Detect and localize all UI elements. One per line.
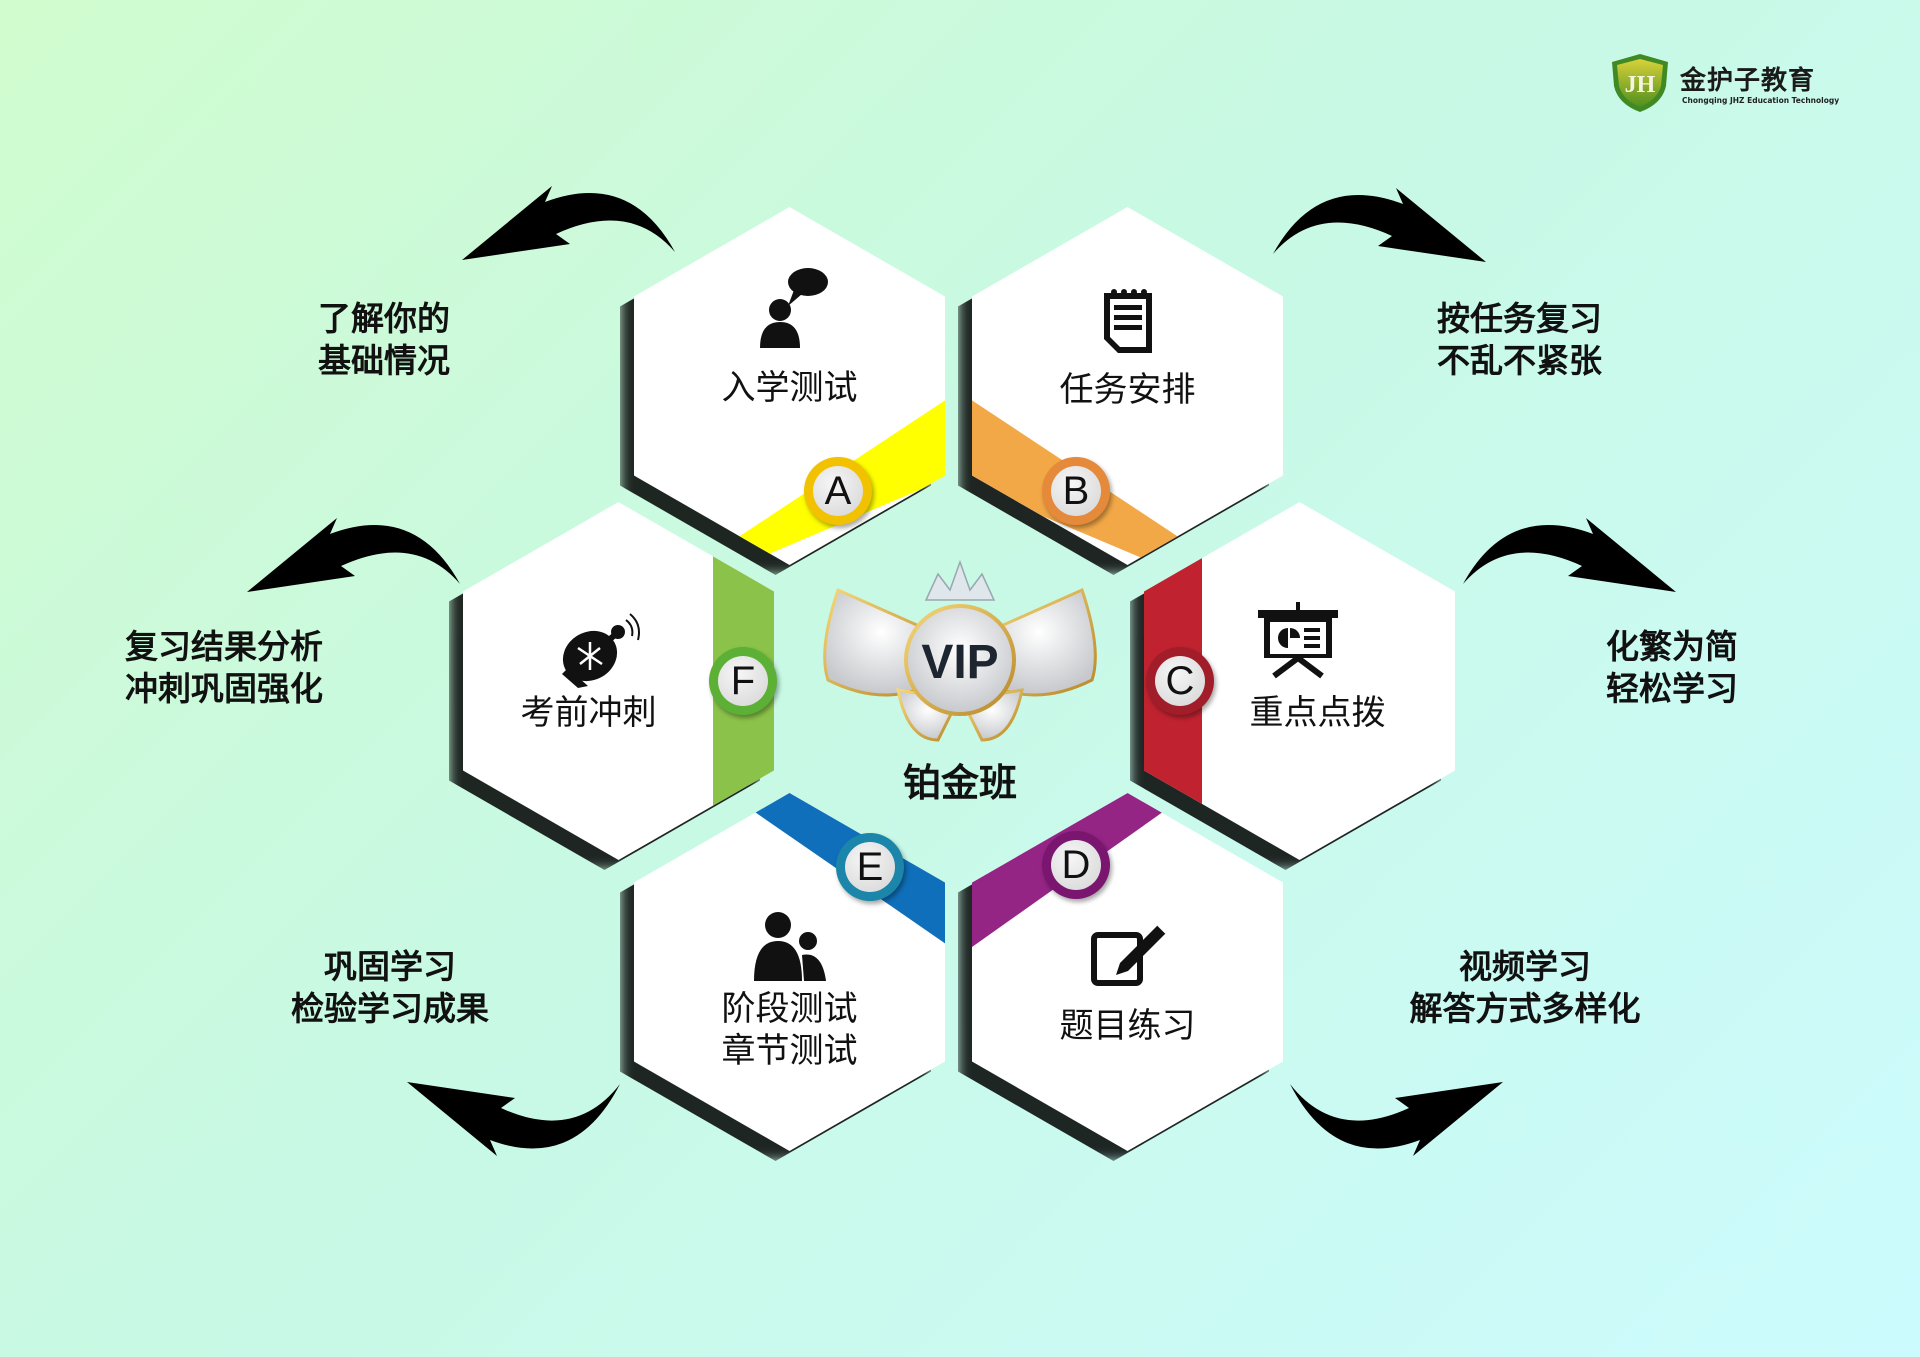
satellite-dish-icon — [561, 613, 640, 688]
hex-f[interactable]: 考前冲刺 F — [449, 502, 777, 870]
two-people-icon — [753, 912, 826, 981]
curved-arrow-icon — [247, 518, 460, 592]
badge-a: A — [804, 457, 872, 525]
curved-arrow-icon — [1273, 188, 1486, 262]
hex-d[interactable]: 题目练习 D — [958, 793, 1283, 1161]
caption-bottom-right: 视频学习解答方式多样化 — [1409, 947, 1641, 1028]
caption-top-left: 了解你的基础情况 — [318, 299, 450, 380]
center-title: 铂金班 — [902, 761, 1017, 805]
hex-label: 阶段测试 — [721, 989, 858, 1029]
vip-emblem-icon: VIP — [823, 560, 1097, 742]
brand-logo: JH 金护子教育 Chongqing JHZ Education Technol… — [1608, 52, 1858, 114]
hex-label: 入学测试 — [721, 368, 858, 408]
hex-label: 任务安排 — [1059, 370, 1196, 410]
brand-name-en: Chongqing JHZ Education Technology — [1682, 96, 1840, 105]
notepad-icon — [1103, 289, 1152, 353]
curved-arrow-icon — [407, 1082, 620, 1156]
caption-mid-right: 化繁为简轻松学习 — [1606, 627, 1738, 708]
hex-label: 考前冲刺 — [520, 693, 657, 733]
shield-logo-icon: JH — [1612, 54, 1668, 112]
edit-pencil-icon — [1090, 924, 1167, 986]
caption-mid-left: 复习结果分析冲刺巩固强化 — [125, 627, 323, 708]
hex-label-2: 章节测试 — [721, 1031, 858, 1071]
svg-text:JH: JH — [1625, 72, 1656, 98]
hex-e[interactable]: 阶段测试 章节测试 E — [620, 793, 945, 1161]
caption-top-right: 按任务复习不乱不紧张 — [1437, 299, 1602, 380]
person-speech-bubble-icon — [759, 268, 828, 348]
caption-bottom-left: 巩固学习检验学习成果 — [291, 947, 489, 1028]
hex-label: 重点点拨 — [1249, 693, 1386, 733]
curved-arrow-icon — [462, 186, 675, 260]
curved-arrow-icon — [1290, 1082, 1503, 1156]
hex-b[interactable]: 任务安排 B — [958, 207, 1283, 575]
brand-name-cn: 金护子教育 — [1680, 66, 1816, 96]
svg-text:VIP: VIP — [921, 636, 998, 689]
badge-f: F — [709, 647, 777, 715]
hex-a[interactable]: 入学测试 A — [620, 207, 945, 575]
badge-d: D — [1042, 831, 1110, 899]
badge-c: C — [1146, 647, 1214, 715]
hex-label: 题目练习 — [1059, 1006, 1196, 1046]
presentation-board-icon — [1257, 602, 1338, 679]
badge-b: B — [1042, 457, 1110, 525]
curved-arrow-icon — [1463, 518, 1676, 592]
hex-c[interactable]: 重点点拨 C — [1130, 502, 1455, 870]
badge-e: E — [836, 833, 904, 901]
